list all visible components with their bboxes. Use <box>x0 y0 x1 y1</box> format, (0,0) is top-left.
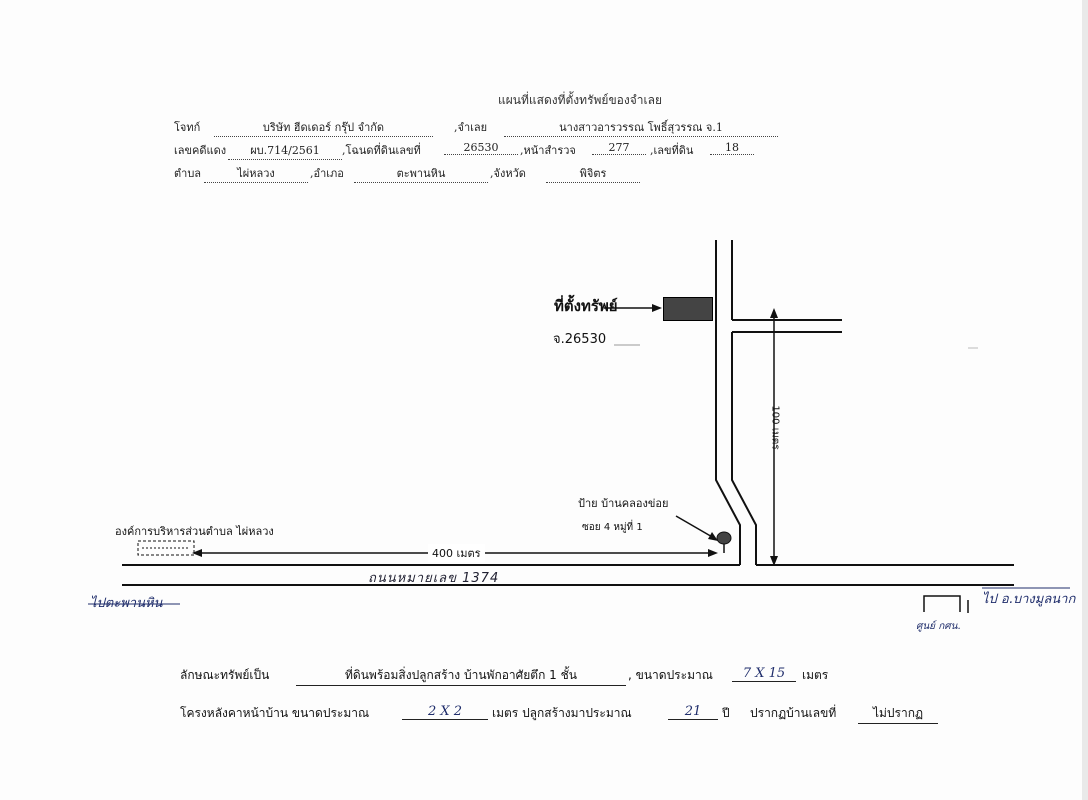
nearby-building-icon <box>923 595 961 612</box>
subdistrict-label: ตำบล <box>174 167 202 180</box>
house-marker <box>663 297 713 321</box>
sign-label-line1: ป้าย บ้านคลองข่อย <box>578 497 669 510</box>
subdistrict-value: ไผ่หลวง <box>204 164 308 183</box>
map-deed-label: จ.26530 <box>553 332 607 347</box>
roof-size-value: 2 X 2 <box>402 704 488 720</box>
distance-100-label: 100 เมตร <box>769 405 781 450</box>
age-value: 21 <box>668 704 718 720</box>
defendant-value: นางสาวอารวรรณ โพธิ์สุวรรณ จ.1 <box>504 118 778 137</box>
size-unit: เมตร <box>802 668 829 682</box>
age-unit: ปี <box>722 706 730 720</box>
plaintiff-label: โจทก์ <box>174 121 201 134</box>
province-value: พิจิตร <box>546 164 640 183</box>
plaintiff-value: บริษัท ฮีดเดอร์ กรุ๊ป จำกัด <box>214 118 433 137</box>
direction-right-label: ไป อ.บางมูลนาก <box>982 592 1076 607</box>
distance-100-arrow-up <box>770 308 778 318</box>
soi-road-left-edge <box>715 240 741 565</box>
survey-page-value: 277 <box>592 141 646 155</box>
distance-400-label: 400 เมตร <box>428 544 485 562</box>
roof-label: โครงหลังคาหน้าบ้าน ขนาดประมาณ <box>180 706 370 720</box>
soi-road-right-edge <box>731 240 757 565</box>
asset-location-label: ที่ตั้งทรัพย์ <box>554 297 618 315</box>
deed-value: 26530 <box>444 141 518 155</box>
distance-400-arrow-right <box>708 549 718 557</box>
nearby-label: ศูนย์ กศน. <box>916 621 961 632</box>
document-title: แผนที่แสดงที่ตั้งทรัพย์ของจำเลย <box>498 93 662 107</box>
defendant-label: ,จำเลย <box>454 121 488 134</box>
asset-pointer-arrow <box>652 304 662 312</box>
house-no-label: ปรากฏบ้านเลขที่ <box>750 706 837 720</box>
org-building-icon <box>137 540 195 556</box>
case-label: เลขคดีแดง <box>174 144 227 157</box>
land-no-value: 18 <box>710 141 754 155</box>
district-value: ตะพานหิน <box>354 164 488 183</box>
district-label: ,อำเภอ <box>310 167 344 180</box>
size-label: , ขนาดประมาณ <box>628 668 713 682</box>
sign-pointer-arrow <box>708 532 718 541</box>
direction-left-label: ไปตะพานหิน <box>90 596 163 611</box>
sign-label-line2: ซอย 4 หมู่ที่ 1 <box>582 522 643 533</box>
sign-pointer-line <box>675 515 715 539</box>
roof-unit-label: เมตร ปลูกสร้างมาประมาณ <box>492 706 632 720</box>
distance-100-arrow-down <box>770 556 778 566</box>
sign-marker <box>716 531 732 545</box>
house-no-value: ไม่ปรากฏ <box>858 704 938 724</box>
page-edge <box>1082 0 1088 800</box>
asset-type-value: ที่ดินพร้อมสิ่งปลูกสร้าง บ้านพักอาศัยตึก… <box>296 666 626 686</box>
survey-page-label: ,หน้าสำรวจ <box>520 144 576 157</box>
org-label: องค์การบริหารส่วนตำบล ไผ่หลวง <box>115 525 274 538</box>
distance-400-arrow-left <box>192 549 202 557</box>
asset-type-label: ลักษณะทรัพย์เป็น <box>180 668 270 682</box>
size-value: 7 X 15 <box>732 666 796 682</box>
case-value: ผบ.714/2561 <box>228 141 342 160</box>
road-name-label: ถนนหมายเลข 1374 <box>368 571 500 586</box>
deed-label: ,โฉนดที่ดินเลขที่ <box>342 144 421 157</box>
land-no-label: ,เลขที่ดิน <box>650 144 694 157</box>
province-label: ,จังหวัด <box>490 167 526 180</box>
